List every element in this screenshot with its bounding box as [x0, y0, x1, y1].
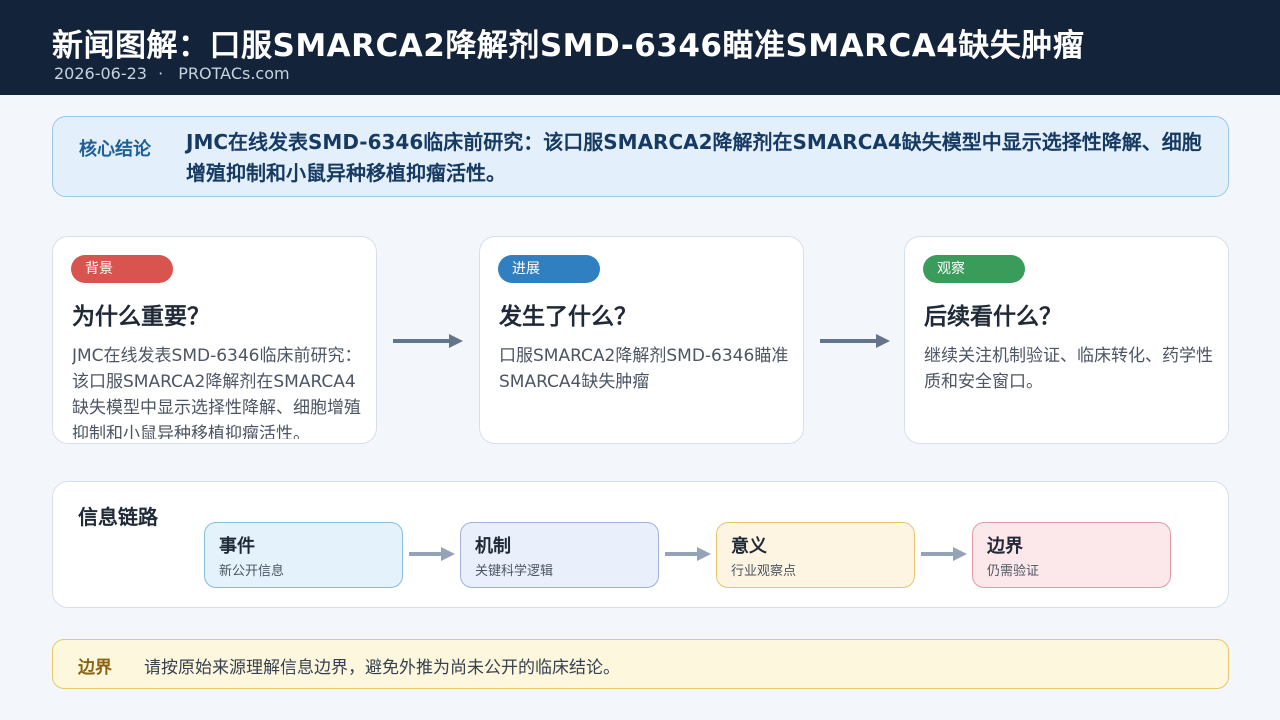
page-title: 新闻图解：口服SMARCA2降解剂SMD-6346瞄准SMARCA4缺失肿瘤	[52, 28, 1085, 64]
chain-step-name: 事件	[219, 536, 255, 557]
card-progress: 进展 发生了什么？ 口服SMARCA2降解剂SMD-6346瞄准SMARCA4缺…	[479, 236, 804, 444]
boundary-note: 边界 请按原始来源理解信息边界，避免外推为尚未公开的临床结论。	[52, 639, 1229, 689]
meta-separator: ·	[158, 64, 164, 83]
card-body: 继续关注机制验证、临床转化、药学性质和安全窗口。	[924, 346, 1213, 392]
chain-step-name: 机制	[475, 536, 511, 557]
info-chain-label: 信息链路	[78, 505, 158, 529]
chain-step-significance: 意义 行业观察点	[716, 522, 915, 588]
source-link[interactable]: PROTACs.com	[178, 64, 290, 83]
boundary-text: 请按原始来源理解信息边界，避免外推为尚未公开的临床结论。	[144, 658, 620, 678]
arrow-right-icon	[393, 334, 463, 348]
header-bar: 新闻图解：口服SMARCA2降解剂SMD-6346瞄准SMARCA4缺失肿瘤 2…	[0, 0, 1280, 95]
chain-step-name: 意义	[731, 536, 767, 557]
card-heading: 为什么重要？	[72, 304, 210, 330]
info-chain-panel: 信息链路 事件 新公开信息 机制 关键科学逻辑 意义 行业观察点 边界 仍需验证	[52, 481, 1229, 608]
card-heading: 发生了什么？	[499, 304, 637, 330]
boundary-label: 边界	[78, 658, 112, 678]
chain-step-mechanism: 机制 关键科学逻辑	[460, 522, 659, 588]
card-body: JMC在线发表SMD-6346临床前研究：该口服SMARCA2降解剂在SMARC…	[72, 346, 362, 439]
chain-step-boundary: 边界 仍需验证	[972, 522, 1171, 588]
arrow-right-icon	[409, 547, 455, 561]
arrow-right-icon	[820, 334, 890, 348]
core-conclusion-text: JMC在线发表SMD-6346临床前研究：该口服SMARCA2降解剂在SMARC…	[186, 130, 1202, 185]
arrow-right-icon	[665, 547, 711, 561]
arrow-right-icon	[921, 547, 967, 561]
badge-progress: 进展	[498, 255, 600, 283]
core-conclusion-label: 核心结论	[79, 139, 151, 160]
chain-step-event: 事件 新公开信息	[204, 522, 403, 588]
page-meta: 2026-06-23 · PROTACs.com	[54, 64, 290, 83]
chain-step-desc: 新公开信息	[219, 564, 285, 579]
badge-background: 背景	[71, 255, 173, 283]
card-observe: 观察 后续看什么？ 继续关注机制验证、临床转化、药学性质和安全窗口。	[904, 236, 1229, 444]
chain-step-desc: 关键科学逻辑	[475, 564, 554, 579]
chain-step-desc: 仍需验证	[987, 564, 1040, 579]
card-heading: 后续看什么？	[924, 304, 1062, 330]
chain-step-name: 边界	[987, 536, 1023, 557]
card-background: 背景 为什么重要？ JMC在线发表SMD-6346临床前研究：该口服SMARCA…	[52, 236, 377, 444]
publish-date: 2026-06-23	[54, 64, 147, 83]
card-body: 口服SMARCA2降解剂SMD-6346瞄准SMARCA4缺失肿瘤	[499, 346, 789, 392]
badge-observe: 观察	[923, 255, 1025, 283]
core-conclusion-panel: 核心结论 JMC在线发表SMD-6346临床前研究：该口服SMARCA2降解剂在…	[52, 116, 1229, 197]
chain-step-desc: 行业观察点	[731, 564, 797, 579]
